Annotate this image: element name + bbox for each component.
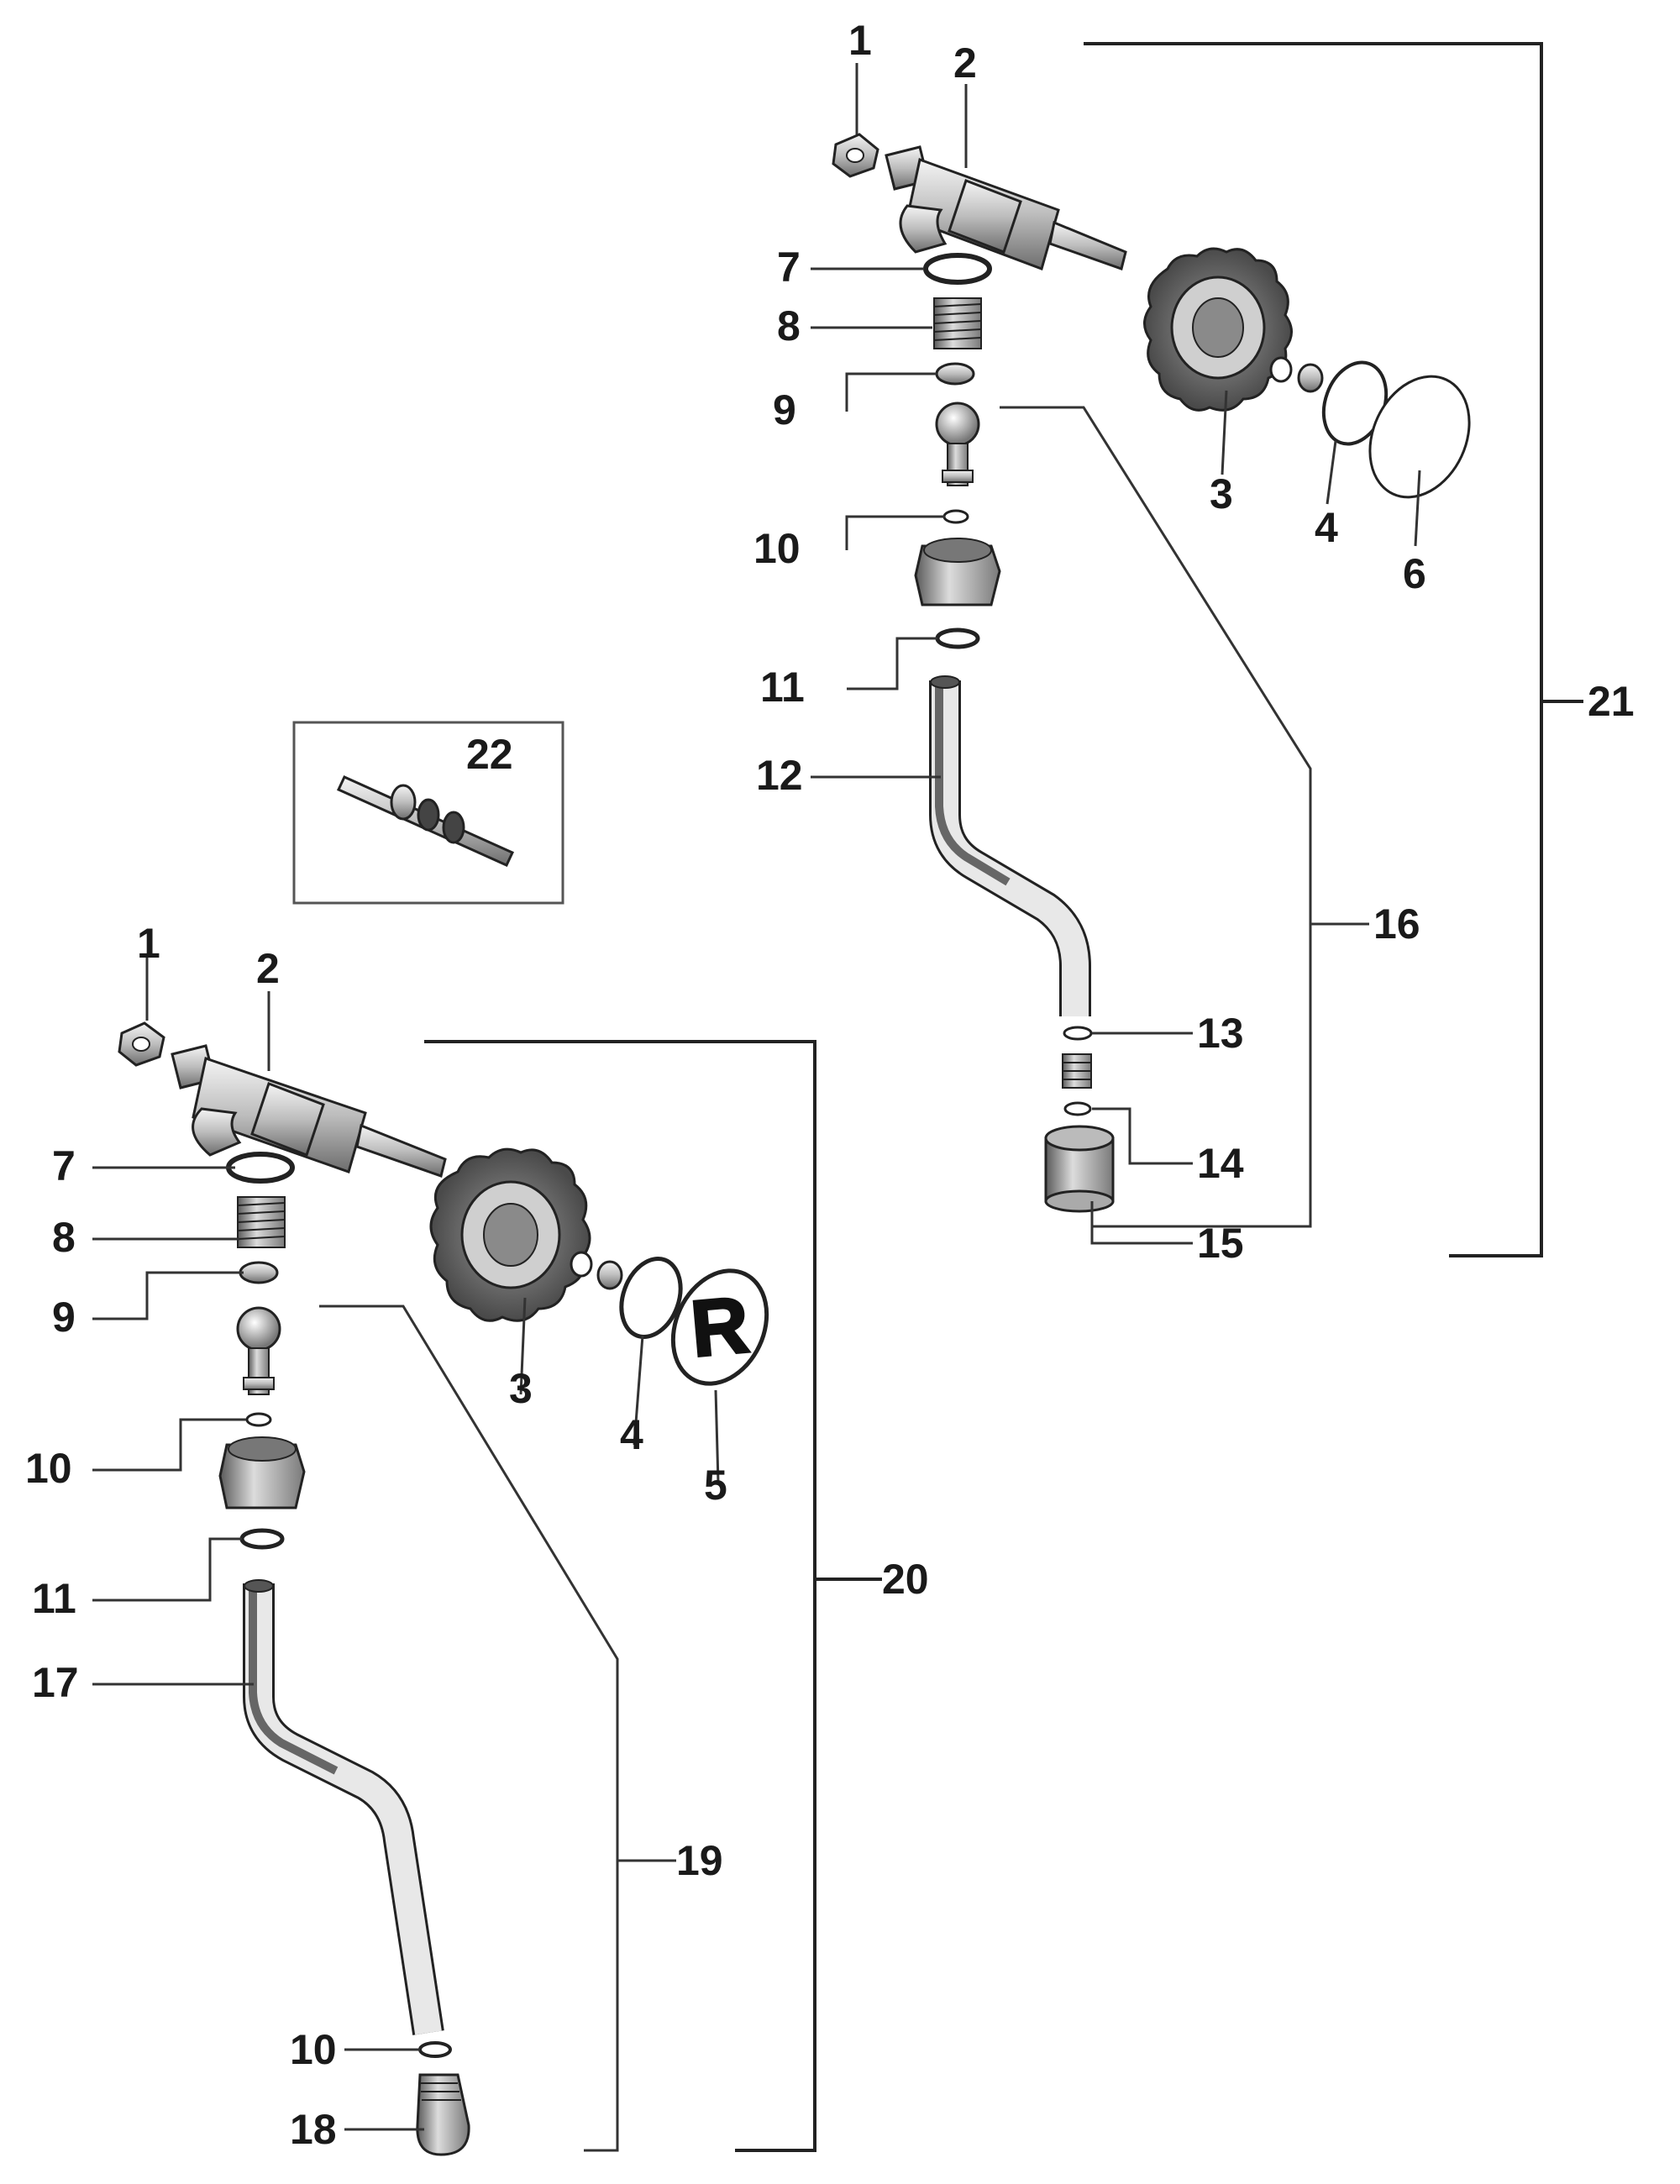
callout-upper-16: 16 [1373,900,1420,948]
callout-upper-15: 15 [1197,1220,1244,1267]
spindle-part [336,775,515,867]
callout-lower-20: 20 [882,1556,929,1603]
upper-o-ring-10 [942,509,969,524]
upper-callout-labels: 1 2 7 8 9 10 11 12 3 4 6 13 14 15 16 21 [753,17,1635,1267]
callout-lower-2: 2 [256,945,280,992]
callout-upper-12: 12 [756,752,803,799]
upper-seat-9 [935,362,975,386]
callout-upper-11: 11 [760,664,805,711]
upper-o-ring-13 [1063,1026,1093,1041]
callout-lower-8: 8 [52,1214,76,1261]
callout-upper-6: 6 [1403,550,1426,597]
lower-knob [429,1147,591,1322]
callout-upper-13: 13 [1197,1010,1244,1057]
callout-lower-10b: 10 [290,2026,337,2073]
callout-lower-5: 5 [704,1462,727,1509]
lower-assembly: R [92,953,882,2156]
upper-o-ring-14 [1063,1101,1092,1116]
upper-valve-body [885,145,1127,270]
callout-inset-22: 22 [466,731,513,778]
lower-callout-labels: 1 2 7 8 9 10 11 17 3 4 5 10 18 19 20 [25,920,929,2153]
callout-upper-4: 4 [1315,504,1338,551]
upper-assembly [811,42,1583,1257]
upper-cap-15 [1044,1125,1115,1213]
callout-upper-8: 8 [777,302,801,349]
lower-o-ring-10b [418,2041,452,2058]
callout-lower-3: 3 [509,1365,533,1412]
callout-lower-18: 18 [290,2106,337,2153]
lower-ball-valve [236,1306,281,1395]
lower-tip-18 [416,2073,470,2156]
callout-upper-10: 10 [753,525,801,572]
lower-o-ring-11 [239,1528,285,1550]
lower-spring-8 [237,1196,286,1248]
callout-upper-9: 9 [773,386,796,433]
callout-upper-1: 1 [848,17,872,64]
lower-o-ring-4 [619,1257,683,1339]
callout-lower-17: 17 [32,1659,79,1706]
upper-nipple [1062,1053,1092,1089]
callout-lower-10a: 10 [25,1445,72,1492]
upper-gasket-7 [923,253,992,285]
inset-box [292,721,564,905]
lower-hex-nut [118,1021,165,1067]
callout-upper-21: 21 [1588,678,1635,725]
upper-union-nut [914,538,1001,606]
callout-lower-19: 19 [676,1837,723,1884]
lower-seat-9 [239,1261,279,1284]
callout-upper-14: 14 [1197,1140,1244,1187]
callout-lower-11: 11 [32,1575,76,1622]
logo-letter: R [687,1280,753,1374]
callout-lower-1: 1 [137,920,160,967]
upper-ball-valve [935,402,980,486]
upper-knob [1143,247,1293,412]
lower-logo-cap-5: R [670,1268,769,1386]
callout-lower-7: 7 [52,1142,76,1189]
lower-washers [570,1251,623,1290]
callout-upper-2: 2 [953,39,977,87]
upper-hex-nut [832,133,879,178]
callout-upper-3: 3 [1210,470,1233,517]
upper-washers [1269,356,1324,393]
callout-upper-7: 7 [777,244,801,291]
callout-lower-4: 4 [620,1411,643,1458]
lower-gasket-7 [226,1152,295,1184]
lower-valve-body [171,1044,447,1178]
lower-o-ring-10 [245,1412,272,1427]
lower-union-nut [218,1436,306,1509]
upper-cover-disc-6 [1368,375,1471,499]
upper-o-ring-11 [935,627,980,649]
upper-spring-8 [933,297,982,349]
callout-lower-9: 9 [52,1294,76,1341]
